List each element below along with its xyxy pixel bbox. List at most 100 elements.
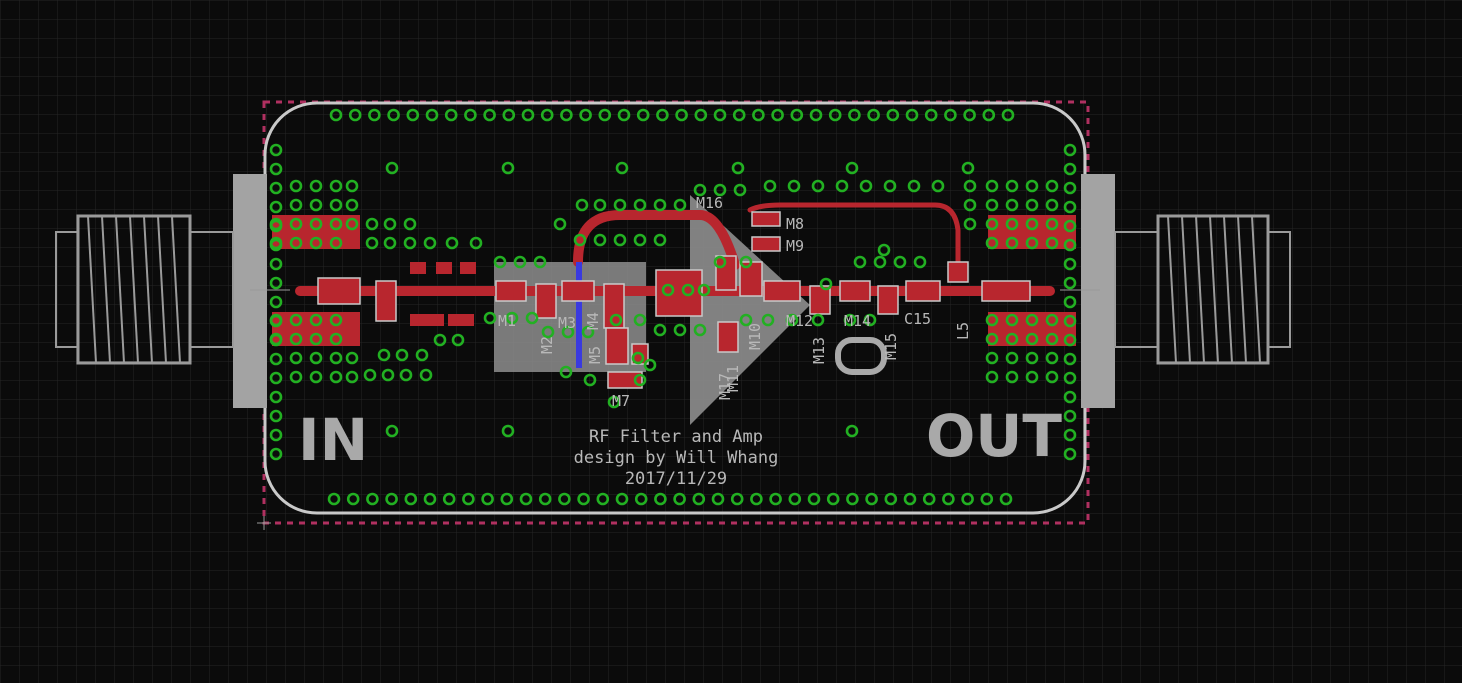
via	[985, 332, 999, 346]
via	[1063, 181, 1077, 195]
via	[811, 179, 825, 193]
via	[809, 108, 823, 122]
via	[309, 332, 323, 346]
via	[383, 217, 397, 231]
via	[693, 323, 707, 337]
via	[752, 108, 765, 122]
via	[903, 492, 917, 506]
sma-connector-input[interactable]	[55, 174, 267, 408]
via	[656, 108, 669, 122]
via	[615, 492, 629, 506]
via	[788, 492, 802, 506]
via	[1045, 236, 1059, 250]
via	[433, 333, 447, 347]
via	[835, 179, 849, 193]
via	[1063, 276, 1077, 290]
smd-pads[interactable]	[317, 211, 1031, 389]
via	[366, 492, 379, 506]
via	[653, 323, 667, 337]
via	[697, 283, 711, 297]
label-m16: M16	[696, 194, 723, 212]
via	[269, 295, 283, 309]
via	[399, 368, 413, 382]
via	[289, 217, 303, 231]
via	[269, 181, 283, 195]
via	[633, 198, 647, 212]
via	[913, 255, 927, 269]
via	[873, 255, 887, 269]
via	[1045, 217, 1059, 231]
input-ground-pads[interactable]	[272, 215, 360, 346]
via	[553, 217, 567, 231]
attenuator-pads[interactable]	[410, 262, 476, 326]
via	[713, 255, 727, 269]
via	[269, 428, 283, 442]
via	[633, 373, 647, 387]
via	[581, 325, 595, 339]
via	[329, 198, 343, 212]
via-layer	[269, 108, 1077, 506]
via	[541, 325, 555, 339]
via	[309, 236, 323, 250]
via	[579, 108, 592, 122]
via	[1005, 198, 1019, 212]
via	[493, 255, 507, 269]
via	[763, 179, 777, 193]
label-m8: M8	[786, 215, 804, 233]
via	[525, 311, 539, 325]
via	[942, 492, 955, 506]
via	[1001, 108, 1015, 122]
via	[961, 161, 975, 175]
via	[877, 243, 891, 257]
via	[329, 370, 343, 384]
via	[886, 108, 900, 122]
via	[867, 108, 880, 122]
via	[269, 236, 283, 250]
via	[731, 161, 745, 175]
via	[269, 276, 283, 290]
label-m2: M2	[538, 336, 556, 354]
sma-connector-output[interactable]	[1081, 174, 1291, 408]
via	[329, 332, 343, 346]
via	[289, 351, 303, 365]
via	[999, 492, 1013, 506]
via	[1025, 332, 1039, 346]
output-ground-pads[interactable]	[988, 215, 1076, 346]
via	[1063, 447, 1077, 461]
label-c15: C15	[904, 310, 931, 328]
via	[593, 198, 607, 212]
via	[907, 179, 921, 193]
via	[329, 236, 343, 250]
via	[1045, 179, 1059, 193]
via	[451, 333, 465, 347]
via	[521, 108, 535, 122]
via	[346, 492, 360, 506]
via	[442, 492, 456, 506]
via	[269, 162, 283, 176]
via	[730, 492, 744, 506]
via	[501, 424, 515, 438]
via	[739, 313, 753, 327]
via	[445, 236, 459, 250]
via	[985, 236, 999, 250]
via	[540, 108, 554, 122]
via	[675, 108, 688, 122]
via	[289, 332, 303, 346]
via	[615, 161, 629, 175]
via	[269, 313, 283, 327]
via	[1025, 351, 1039, 365]
via	[673, 323, 687, 337]
via	[1063, 143, 1077, 157]
via	[985, 217, 999, 231]
via	[1045, 198, 1059, 212]
via	[771, 108, 784, 122]
via	[309, 351, 323, 365]
via	[464, 108, 477, 122]
via	[631, 351, 645, 365]
label-m3: M3	[558, 314, 576, 332]
via	[769, 492, 782, 506]
via	[617, 108, 631, 122]
via	[1063, 409, 1077, 423]
via	[385, 161, 399, 175]
